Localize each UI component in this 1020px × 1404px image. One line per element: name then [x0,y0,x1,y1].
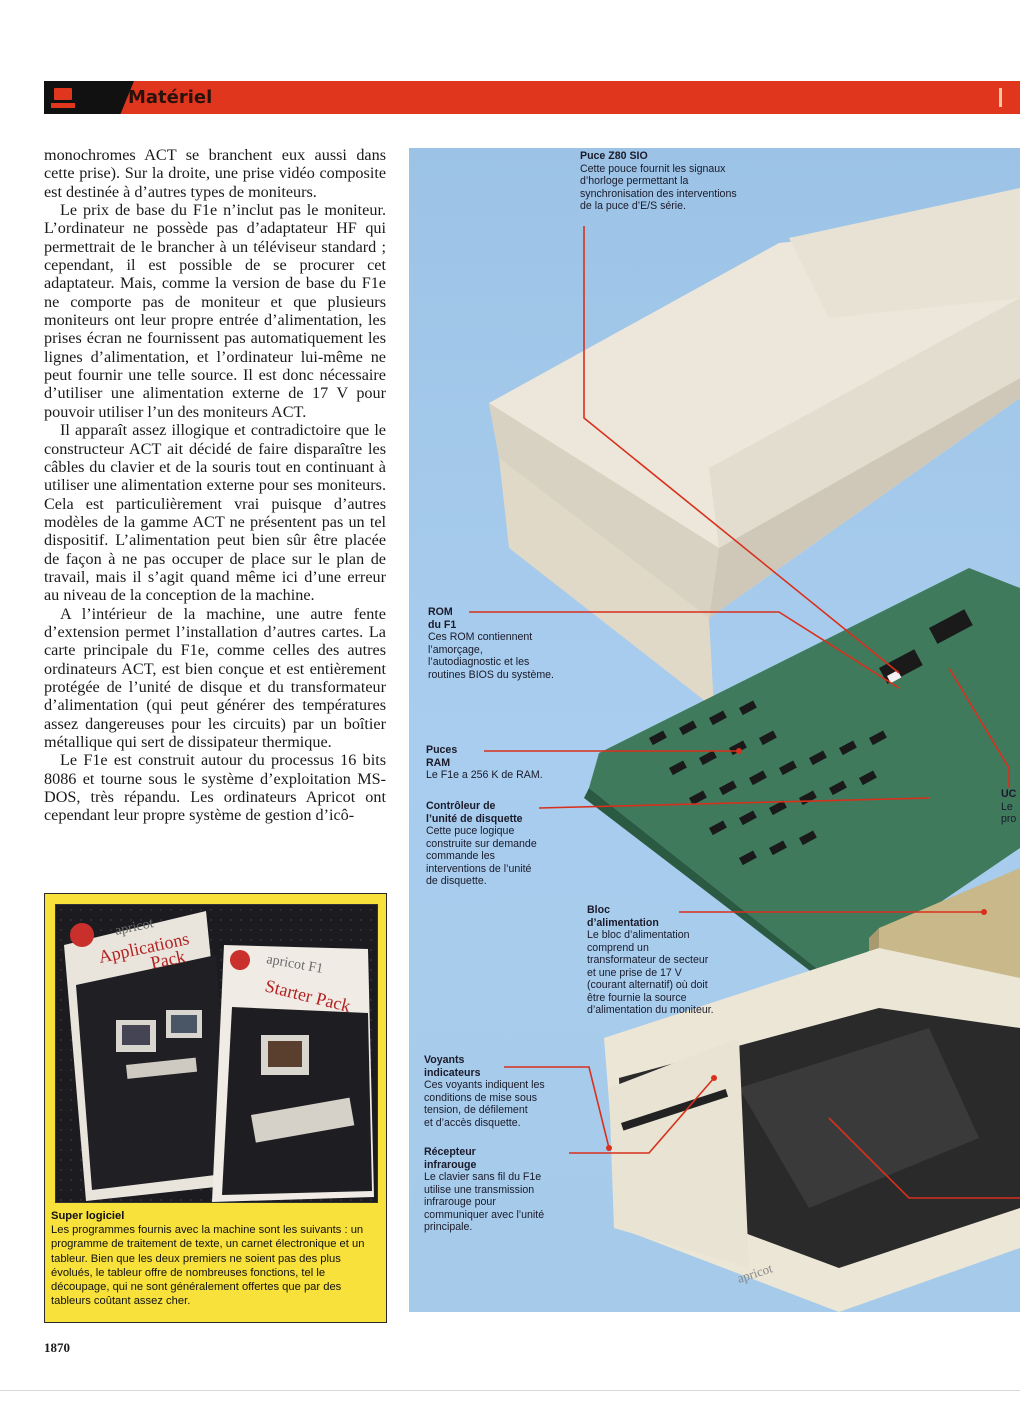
callout-body: Cette pouce fournit les signaux d’horlog… [580,162,737,213]
callout-body: Le pro [1001,800,1017,826]
callout-title: Puce Z80 SIO [580,150,648,162]
callout-z80-sio: Puce Z80 SIO Cette pouce fournit les sig… [580,150,800,213]
caption-text: Les programmes fournis avec la machine s… [51,1224,365,1308]
paragraph: Il apparaît assez illogique et contradic… [44,421,386,605]
callout-power-supply: Bloc d’alimentation Le bloc d’alimentati… [587,904,767,1017]
callout-body: Ces ROM contiennent l’amorçage, l’autodi… [428,631,555,681]
callout-rom: ROM du F1 Ces ROM contiennent l’amorçage… [428,606,598,681]
callout-body: Cette puce logique construite sur demand… [426,825,537,887]
callout-title: Voyants indicateurs [424,1054,481,1079]
software-packs-photo: apricot Applications Pack apricot F1 Sta… [55,904,378,1203]
paragraph: Le prix de base du F1e n’inclut pas le m… [44,201,386,421]
paragraph: A l’intérieur de la machine, une autre f… [44,604,386,751]
software-sidebar-box: apricot Applications Pack apricot F1 Sta… [44,893,387,1323]
callout-indicator-leds: Voyants indicateurs Ces voyants indiquen… [424,1054,594,1129]
computer-artwork: apricot [469,188,1020,1312]
callout-body: Ces voyants indiquent les conditions de … [424,1079,545,1129]
page-number: 1870 [44,1340,70,1355]
callout-body: Le F1e a 256 K de RAM. [426,769,543,781]
callout-infrared-receiver: Récepteur infrarouge Le clavier sans fil… [424,1146,594,1234]
callout-title: Bloc d’alimentation [587,904,659,929]
callout-body: Le clavier sans fil du F1e utilise une t… [424,1171,545,1233]
callout-title: ROM du F1 [428,606,457,631]
sidebar-caption: Super logiciel Les programmes fournis av… [51,1209,381,1308]
callout-title: Récepteur infrarouge [424,1146,477,1171]
callout-title: UC [1001,788,1017,800]
callout-disk-controller: Contrôleur de l’unité de disquette Cette… [426,800,586,888]
paragraph: Le F1e est construit autour du processus… [44,751,386,825]
callout-cpu: UC Le pro [1001,788,1020,826]
computer-icon [48,84,78,111]
section-header: Matériel [44,81,1020,114]
page-bottom-rule [0,1390,1020,1391]
callout-title: Contrôleur de l’unité de disquette [426,800,523,825]
section-title: Matériel [128,87,213,108]
header-tick-mark [999,88,1002,107]
exploded-computer-illustration: apricot Puce Z80 SIO Cette pouce fournit… [409,148,1020,1312]
body-text-column: monochromes ACT se branchent eux aussi d… [44,146,386,825]
paragraph: monochromes ACT se branchent eux aussi d… [44,146,386,201]
caption-title: Super logiciel [51,1210,125,1222]
callout-title: Puces RAM [426,744,458,769]
callout-ram: Puces RAM Le F1e a 256 K de RAM. [426,744,596,782]
callout-body: Le bloc d’alimentation comprend un trans… [587,929,714,1016]
